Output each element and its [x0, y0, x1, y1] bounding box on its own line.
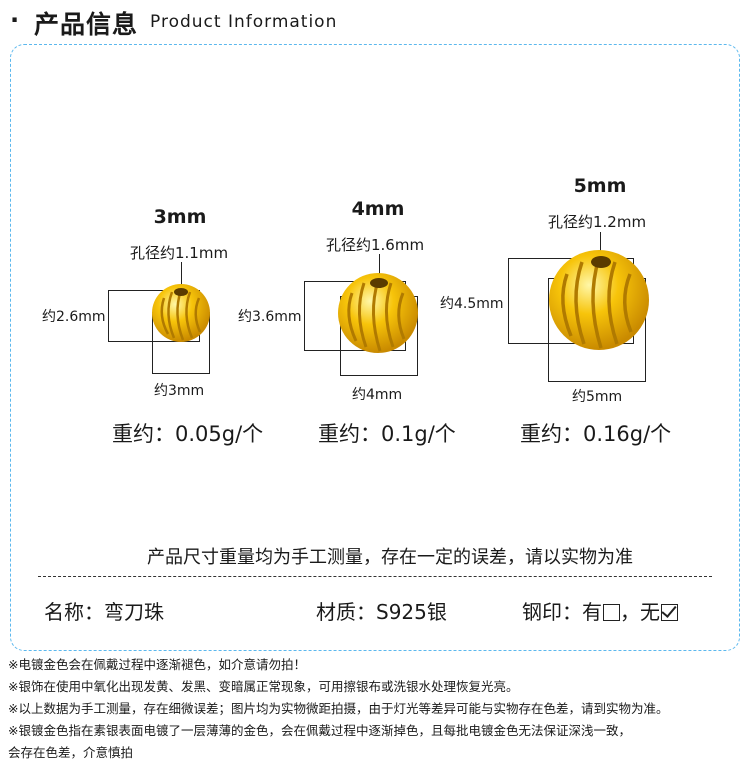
bead-width-label: 约4mm — [352, 387, 403, 403]
note-line: ※银镀金色指在素银表面电镀了一层薄薄的金色，会在佩戴过程中逐渐掉色，且每批电镀金… — [8, 723, 631, 738]
header-title-cn: 产品信息 — [34, 10, 139, 39]
header-title-en: Product Information — [150, 12, 338, 32]
bead-width-label: 约3mm — [154, 383, 205, 399]
note-line: ※银饰在使用中氧化出现发黄、发黑、变暗属正常现象，可用擦银布或洗银水处理恢复光亮… — [8, 679, 519, 694]
hole-leader-line — [379, 254, 381, 276]
bead-weight-label: 重约：0.1g/个 — [318, 422, 456, 446]
header-bullet: · — [10, 6, 20, 34]
stamp-yes-checkbox — [603, 604, 620, 621]
gold-bead-4mm — [338, 273, 418, 353]
note-line: ※电镀金色会在佩戴过程中逐渐褪色，如介意请勿拍！ — [8, 657, 306, 672]
hole-leader-line — [181, 262, 183, 288]
bead-height-label: 约3.6mm — [238, 309, 302, 325]
bead-size-label: 4mm — [351, 198, 405, 220]
spec-stamp: 钢印：有 ，无 — [522, 596, 678, 625]
spec-name: 名称：弯刀珠 — [44, 600, 164, 624]
bead-height-label: 约2.6mm — [42, 309, 106, 325]
dashed-separator — [38, 576, 712, 577]
note-line: 会存在色差，介意慎拍 — [8, 745, 134, 760]
spec-material: 材质：S925银 — [316, 600, 447, 624]
section-header: · 产品信息 Product Information — [0, 0, 750, 42]
stamp-no-checkbox-checked — [661, 604, 678, 621]
note-line: ※以上数据为手工测量，存在细微误差；图片均为实物微距拍摄，由于灯光等差异可能与实… — [8, 701, 669, 716]
bead-size-label: 3mm — [153, 206, 207, 228]
product-info-frame — [10, 44, 740, 651]
gold-bead-5mm — [549, 250, 649, 350]
bead-weight-label: 重约：0.05g/个 — [112, 422, 264, 446]
spec-stamp-separator: ，无 — [620, 600, 660, 624]
bead-hole-label: 孔径约1.6mm — [326, 236, 425, 254]
bead-height-label: 约4.5mm — [440, 296, 504, 312]
gold-bead-3mm — [152, 284, 210, 342]
notes-section: ※电镀金色会在佩戴过程中逐渐褪色，如介意请勿拍！ ※银饰在使用中氧化出现发黄、发… — [8, 654, 748, 764]
bead-hole-label: 孔径约1.1mm — [130, 244, 229, 262]
hole-leader-line — [600, 232, 602, 258]
bead-width-label: 约5mm — [572, 389, 623, 405]
measurement-disclaimer: 产品尺寸重量均为手工测量，存在一定的误差，请以实物为准 — [147, 547, 633, 568]
bead-hole-label: 孔径约1.2mm — [548, 213, 647, 231]
spec-stamp-prefix: 钢印：有 — [522, 600, 602, 624]
bead-weight-label: 重约：0.16g/个 — [520, 422, 672, 446]
bead-size-label: 5mm — [573, 175, 627, 197]
